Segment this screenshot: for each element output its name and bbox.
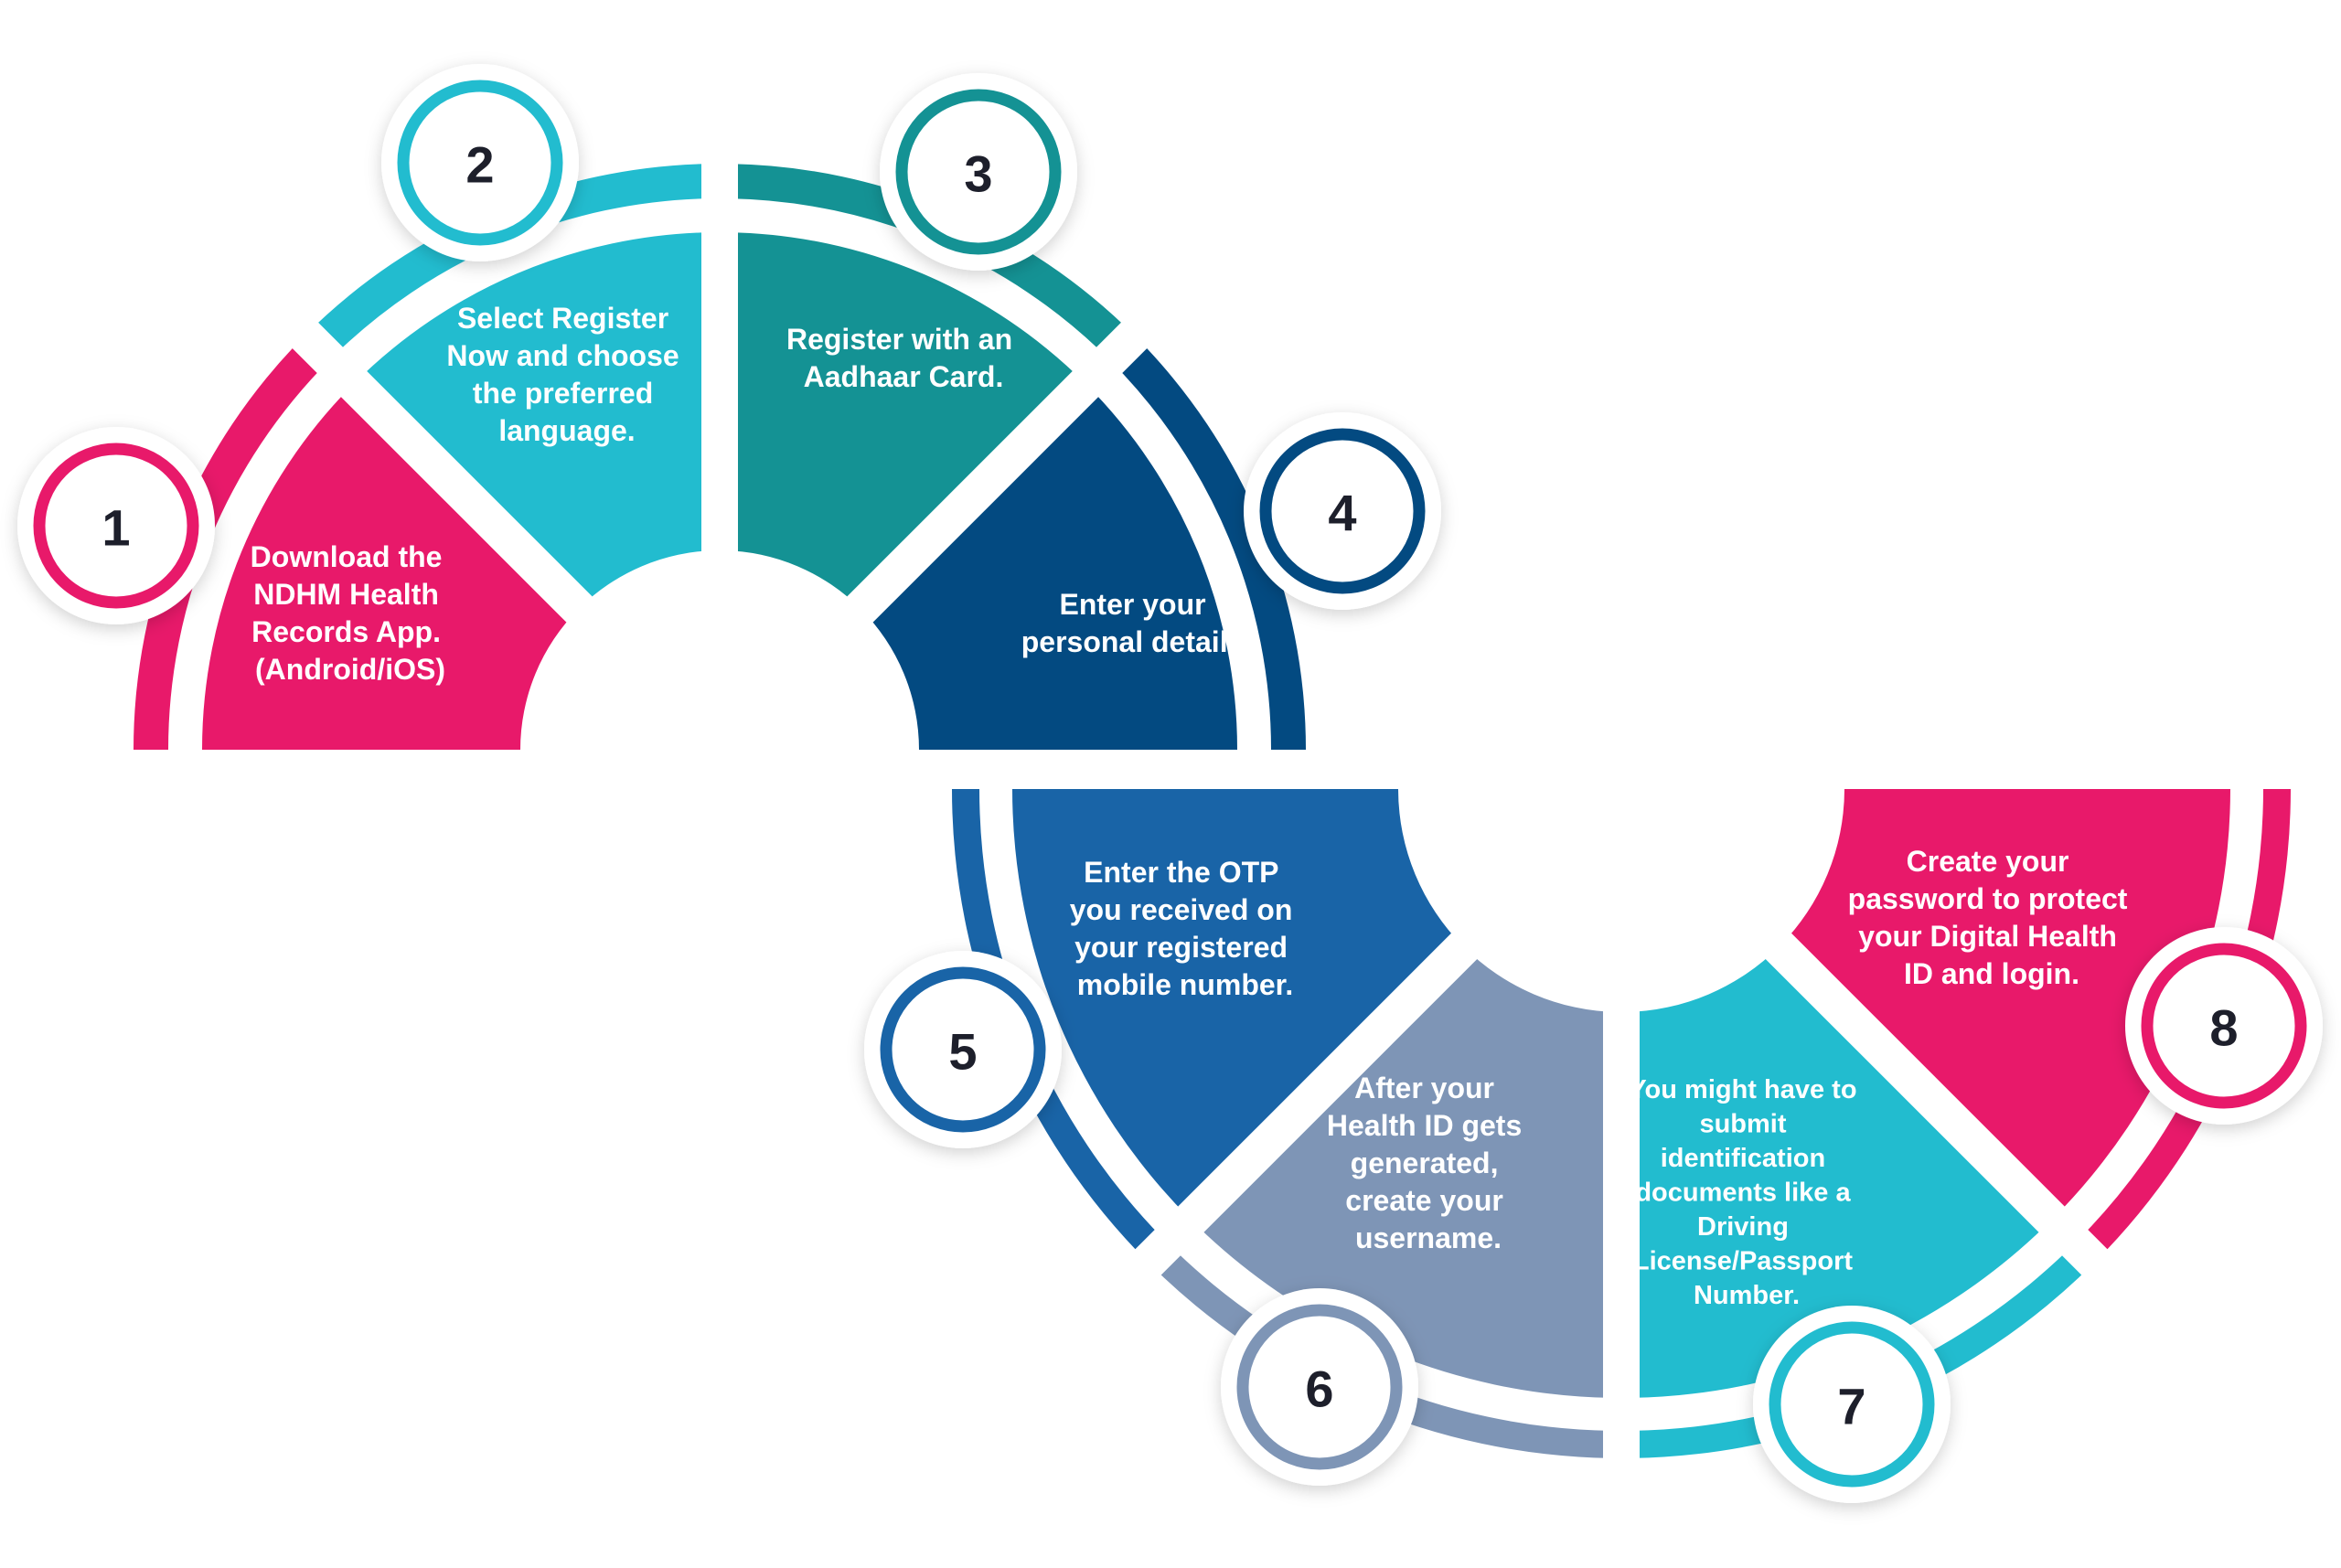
step-2-line: Select Register (457, 302, 668, 335)
step-1-line: NDHM Health (253, 578, 439, 611)
badge-ring (1769, 1321, 1935, 1488)
badge-ring (880, 966, 1046, 1133)
step-4-line: Enter your (1060, 588, 1206, 621)
step-5-line: Enter the OTP (1084, 856, 1278, 889)
step-8-badge: 8 (2125, 927, 2323, 1125)
step-2-inner-block (353, 232, 717, 609)
step-5-segment (952, 789, 1464, 1263)
step-3-segment (722, 164, 1135, 609)
svg-text:Create your password to: Create your password to protect your Dig… (1848, 845, 2136, 990)
step-6-line: generated, (1351, 1147, 1499, 1179)
step-5-inner-block (1012, 789, 1464, 1220)
svg-text:You might have to submit: You might have to submit identification … (1629, 1075, 1864, 1310)
step-2-text: Select Register Now and choose the prefe… (446, 302, 687, 447)
badge-ring (33, 443, 199, 609)
step-4-text: Enter your personal details. (1021, 588, 1253, 658)
svg-text:Enter the OTP you receiv: Enter the OTP you received on your regis… (1070, 856, 1301, 1001)
step-6-inner-block (1191, 946, 1618, 1398)
step-7-line: License/Passport (1633, 1247, 1853, 1276)
step-2-number: 2 (465, 136, 494, 194)
step-5-badge: 5 (864, 951, 1062, 1148)
svg-text:After your Health ID get: After your Health ID gets generated, cre… (1327, 1072, 1530, 1254)
step-8-segment (1779, 789, 2291, 1263)
step-5-line: your registered (1074, 931, 1288, 964)
step-3-text: Register with an Aadhaar Card. (786, 323, 1021, 393)
step-5-line: you received on (1070, 893, 1293, 926)
step-3-line: Register with an (786, 323, 1012, 356)
step-2-segment (305, 164, 717, 609)
step-8-line: your Digital Health (1858, 920, 2117, 953)
step-4-inner-block (861, 383, 1237, 750)
step-1-badge: 1 (17, 427, 215, 624)
step-3-number: 3 (964, 145, 992, 203)
step-2-line: Now and choose (446, 339, 679, 372)
badge-ring (397, 80, 563, 246)
step-3-inner-block (722, 232, 1086, 609)
svg-text:Download the NDHM Health: Download the NDHM Health Records App. (A… (251, 540, 451, 686)
step-4-line: personal details. (1021, 625, 1253, 658)
step-2-line: the preferred (473, 377, 653, 410)
step-2-outer-band (305, 164, 711, 360)
step-4-badge: 4 (1244, 412, 1441, 610)
step-6-line: create your (1345, 1184, 1503, 1217)
step-5-outer-band (952, 789, 1168, 1263)
step-7-outer-band (1632, 1243, 2095, 1458)
step-7-line: Number. (1694, 1281, 1800, 1310)
step-6-line: username. (1355, 1221, 1502, 1254)
badge-ring (895, 89, 1062, 255)
step-7-line: Driving (1697, 1212, 1789, 1242)
step-8-line: Create your (1907, 845, 2069, 878)
step-2-line: language. (498, 414, 635, 447)
step-6-outer-band (1148, 1243, 1610, 1458)
step-8-text: Create your password to protect your Dig… (1848, 845, 2136, 990)
step-1-line: Records App. (251, 615, 441, 648)
step-5-number: 5 (948, 1023, 977, 1081)
step-7-text: You might have to submit identification … (1629, 1075, 1864, 1310)
step-2-badge: 2 (381, 64, 579, 261)
step-3-badge: 3 (880, 73, 1077, 271)
segment-divider (1097, 918, 1492, 1313)
step-5-text: Enter the OTP you received on your regis… (1070, 856, 1301, 1001)
step-8-line: password to protect (1848, 882, 2128, 915)
svg-text:Register with an Aadhaar: Register with an Aadhaar Card. (786, 323, 1021, 393)
segment-divider (1750, 918, 2145, 1313)
badge-ring (2141, 943, 2307, 1109)
step-8-outer-band (2075, 789, 2291, 1263)
step-7-inner-block (1625, 946, 2052, 1398)
step-8-inner-block (1779, 789, 2230, 1220)
step-3-outer-band (729, 164, 1135, 360)
step-6-line: Health ID gets (1327, 1109, 1522, 1142)
step-1-line: (Android/iOS) (255, 653, 445, 686)
step-7-line: You might have to (1629, 1075, 1856, 1104)
badge-ring (1236, 1304, 1403, 1470)
svg-text:Enter your personal deta: Enter your personal details. (1021, 588, 1253, 658)
step-6-badge: 6 (1221, 1288, 1418, 1486)
step-7-badge: 7 (1753, 1306, 1951, 1503)
step-5-line: mobile number. (1077, 968, 1293, 1001)
badge-ring (1259, 428, 1426, 594)
step-7-line: submit (1699, 1110, 1786, 1139)
step-8-number: 8 (2209, 999, 2238, 1057)
step-1-text: Download the NDHM Health Records App. (A… (251, 540, 451, 686)
step-6-segment (1148, 946, 1618, 1458)
step-7-segment (1625, 946, 2095, 1458)
step-6-text: After your Health ID gets generated, cre… (1327, 1072, 1530, 1254)
segment-divider (253, 283, 610, 640)
step-3-line: Aadhaar Card. (804, 360, 1004, 393)
step-7-line: identification (1661, 1144, 1825, 1173)
step-4-number: 4 (1328, 485, 1356, 542)
step-6-number: 6 (1305, 1360, 1333, 1418)
segment-divider (829, 283, 1186, 640)
step-1-inner-block (202, 383, 579, 750)
step-7-line: documents like a (1635, 1179, 1851, 1208)
step-8-line: ID and login. (1904, 957, 2079, 990)
step-6-line: After your (1354, 1072, 1494, 1104)
svg-text:Select Register Now and: Select Register Now and choose the prefe… (446, 302, 687, 447)
step-1-line: Download the (251, 540, 443, 573)
step-7-number: 7 (1837, 1378, 1865, 1435)
step-1-number: 1 (102, 499, 130, 557)
